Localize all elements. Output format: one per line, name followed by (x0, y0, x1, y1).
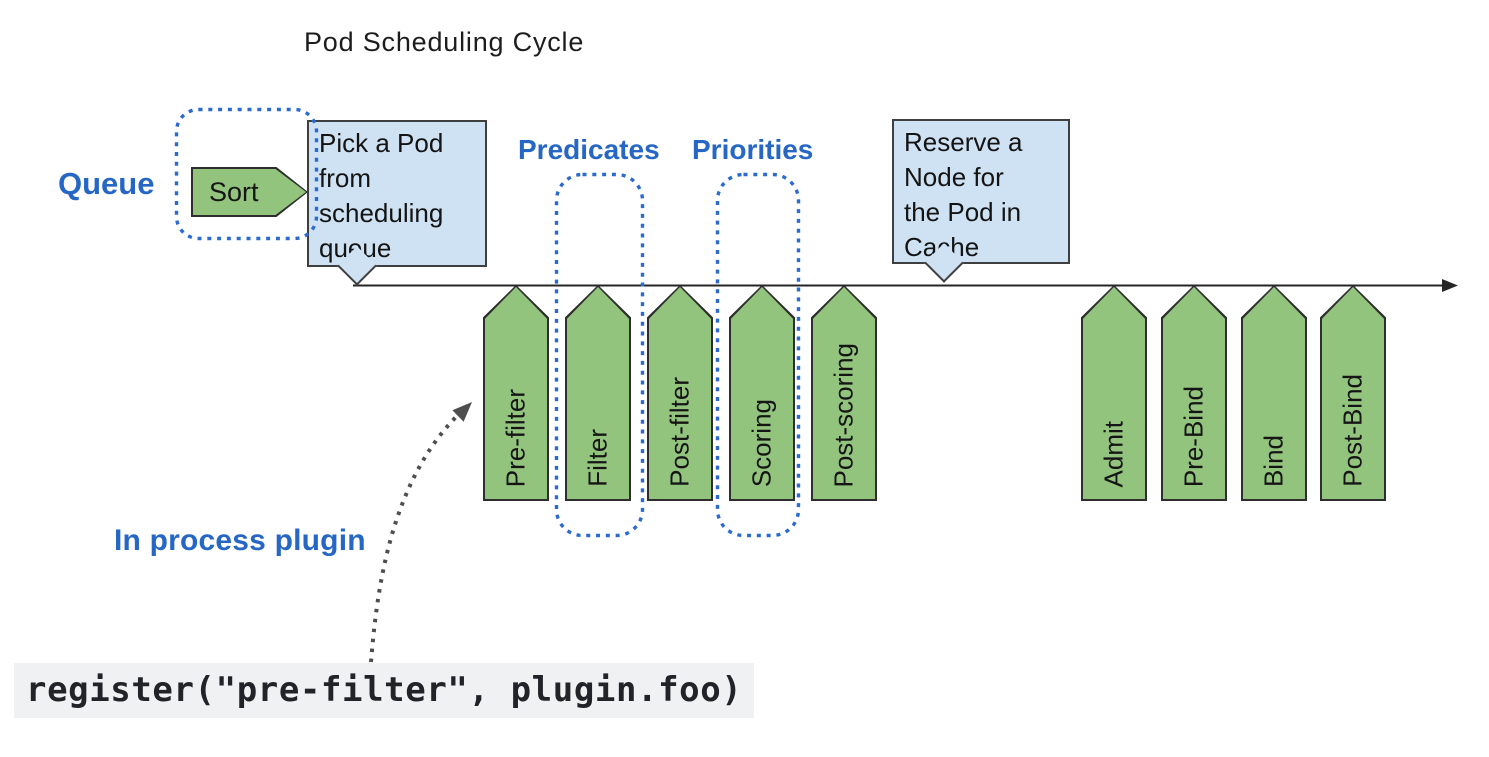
pentagon-fill (1083, 287, 1145, 499)
callout-line: the Pod in (904, 197, 1022, 227)
stage-pre-bind: Pre-Bind (1161, 285, 1227, 501)
stage-post-bind: Post-Bind (1320, 285, 1386, 501)
stage-admit: Admit (1081, 285, 1147, 501)
stage-bind: Bind (1241, 285, 1307, 501)
pentagon-fill (813, 287, 875, 499)
diagram-title: Pod Scheduling Cycle (304, 27, 585, 57)
stage-scoring: Scoring (729, 285, 795, 501)
callout-line: scheduling (319, 198, 444, 228)
predicates-label: Predicates (518, 134, 660, 165)
stage-sort: Sort (191, 167, 308, 217)
queue-label: Queue (58, 166, 155, 201)
register-pointer-arrowhead-icon (452, 402, 472, 422)
stage-label: Bind (1258, 434, 1289, 487)
stage-pre-filter: Pre-filter (483, 285, 549, 501)
in-process-plugin-label: In process plugin (114, 524, 366, 557)
callout-line: from (319, 163, 371, 193)
stage-label: Post-scoring (828, 342, 859, 488)
callout-line: Pick a Pod (319, 128, 444, 158)
pick-pod-callout: Pick a Pod from scheduling queue (307, 120, 487, 286)
stage-label: Pre-filter (500, 388, 531, 487)
register-code-snippet: register("pre-filter", plugin.foo) (14, 663, 755, 718)
stage-label: Admit (1098, 420, 1129, 487)
stage-label: Pre-Bind (1178, 385, 1209, 487)
pentagon-fill (1163, 287, 1225, 499)
stage-label: Scoring (746, 398, 777, 487)
stage-filter: Filter (565, 285, 631, 501)
stage-label: Post-Bind (1337, 374, 1368, 487)
pentagon-fill (649, 287, 711, 499)
pentagon-fill (485, 287, 547, 499)
priorities-label: Priorities (692, 134, 814, 165)
reserve-node-callout: Reserve a Node for the Pod in Cache (892, 119, 1070, 283)
stage-post-filter: Post-filter (647, 285, 713, 501)
stage-label: Filter (582, 429, 613, 487)
stage-post-scoring: Post-scoring (811, 285, 877, 501)
pentagon-fill (1322, 287, 1384, 499)
pentagon-fill (1243, 287, 1305, 499)
timeline-arrowhead-icon (1442, 279, 1458, 292)
register-pointer-curve (369, 411, 462, 663)
callout-line: Reserve a (904, 127, 1023, 157)
callout-line: Node for (904, 162, 1004, 192)
sort-stage-label: Sort (208, 176, 259, 207)
stage-label: Post-filter (664, 377, 695, 487)
